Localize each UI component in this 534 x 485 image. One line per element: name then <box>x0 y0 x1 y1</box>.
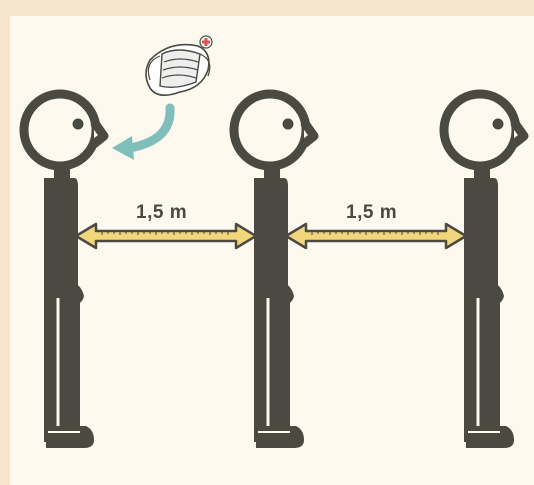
curved-arrow-icon <box>112 108 170 160</box>
distance-label-2: 1,5 m <box>346 202 397 224</box>
person-1 <box>24 94 104 448</box>
distance-arrow-1 <box>76 224 256 248</box>
person-2 <box>234 94 314 448</box>
person-3 <box>444 94 524 448</box>
face-mask-icon <box>146 45 210 96</box>
distance-label-1: 1,5 m <box>136 202 187 224</box>
red-cross-icon <box>200 36 212 48</box>
distance-arrow-2 <box>286 224 466 248</box>
